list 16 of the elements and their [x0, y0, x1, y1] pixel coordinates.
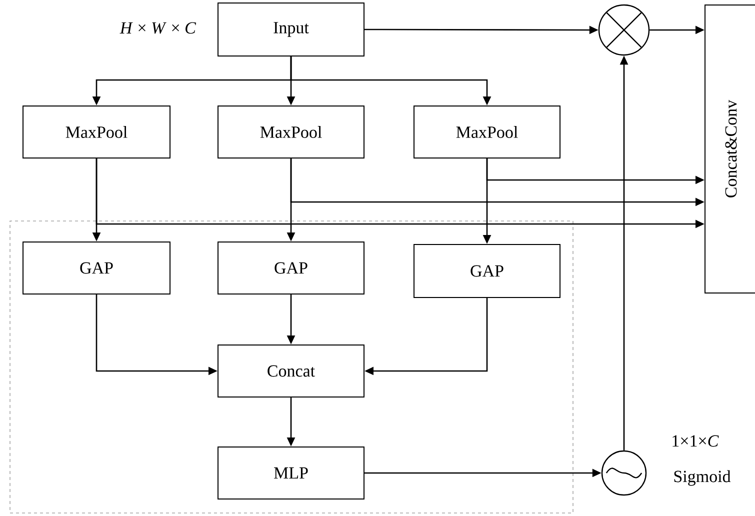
concat-conv-box: Concat&Conv	[704, 4, 755, 294]
gap-box: GAP	[218, 242, 364, 294]
mlp-box: MLP	[218, 446, 364, 500]
dimension-label: H × W × C	[120, 22, 196, 34]
maxpool-box: MaxPool	[218, 106, 364, 158]
gap-box: GAP	[22, 242, 170, 294]
multiply-symbol	[598, 4, 650, 56]
input-box: Input	[218, 2, 364, 56]
maxpool-box: MaxPool	[414, 106, 560, 158]
dimension-label: Sigmoid	[674, 470, 731, 486]
gap-box: GAP	[414, 244, 560, 298]
sigmoid-symbol	[601, 450, 647, 496]
dimension-label: 1×1×C	[672, 435, 719, 447]
dashed-region	[10, 220, 574, 514]
concat-box: Concat	[218, 344, 364, 398]
maxpool-box: MaxPool	[22, 106, 170, 158]
